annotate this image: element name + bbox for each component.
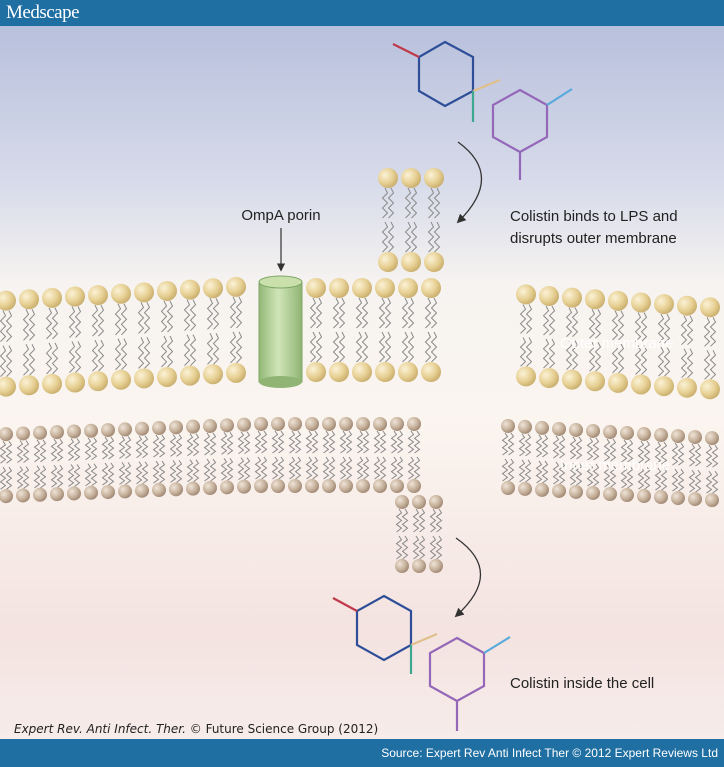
inner-membrane-label: Inner membrane	[560, 457, 670, 474]
source-citation: Source: Expert Rev Anti Infect Ther © 20…	[381, 746, 718, 760]
membrane-diagram: OmpA porin Colistin binds to LPS and dis…	[0, 26, 724, 739]
figure: OmpA porin Colistin binds to LPS and dis…	[0, 26, 724, 739]
lifted-lipid-cluster	[378, 168, 444, 272]
step2-label: Colistin inside the cell	[510, 675, 654, 692]
step1-label-line1: Colistin binds to LPS and	[510, 208, 678, 225]
colistin-molecule-bottom	[332, 594, 511, 731]
step2-curved-arrow	[454, 537, 481, 618]
inner-membrane-left	[0, 417, 421, 504]
membranes	[0, 168, 720, 573]
outer-membrane-middle	[306, 278, 441, 382]
colistin-molecule-top	[392, 40, 573, 180]
outer-membrane-right	[516, 284, 720, 400]
porin-label: OmpA porin	[241, 207, 320, 224]
outer-membrane-left	[0, 276, 246, 397]
header-bar: Medscape	[0, 0, 724, 26]
step1-curved-arrow	[456, 141, 482, 224]
inner-membrane-right	[501, 419, 719, 508]
credit-rest: © Future Science Group (2012)	[185, 722, 379, 736]
step1-label-line2: disrupts outer membrane	[510, 230, 677, 247]
brand-logo[interactable]: Medscape	[6, 2, 80, 23]
footer-bar: Source: Expert Rev Anti Infect Ther © 20…	[0, 739, 724, 767]
ompa-porin	[258, 275, 303, 388]
figure-credit: Expert Rev. Anti Infect. Ther. © Future …	[14, 722, 378, 736]
outer-membrane-label: Outer membrane	[560, 335, 673, 352]
displaced-inner-lipid-cluster	[395, 495, 443, 573]
credit-journal: Expert Rev. Anti Infect. Ther.	[14, 722, 186, 736]
